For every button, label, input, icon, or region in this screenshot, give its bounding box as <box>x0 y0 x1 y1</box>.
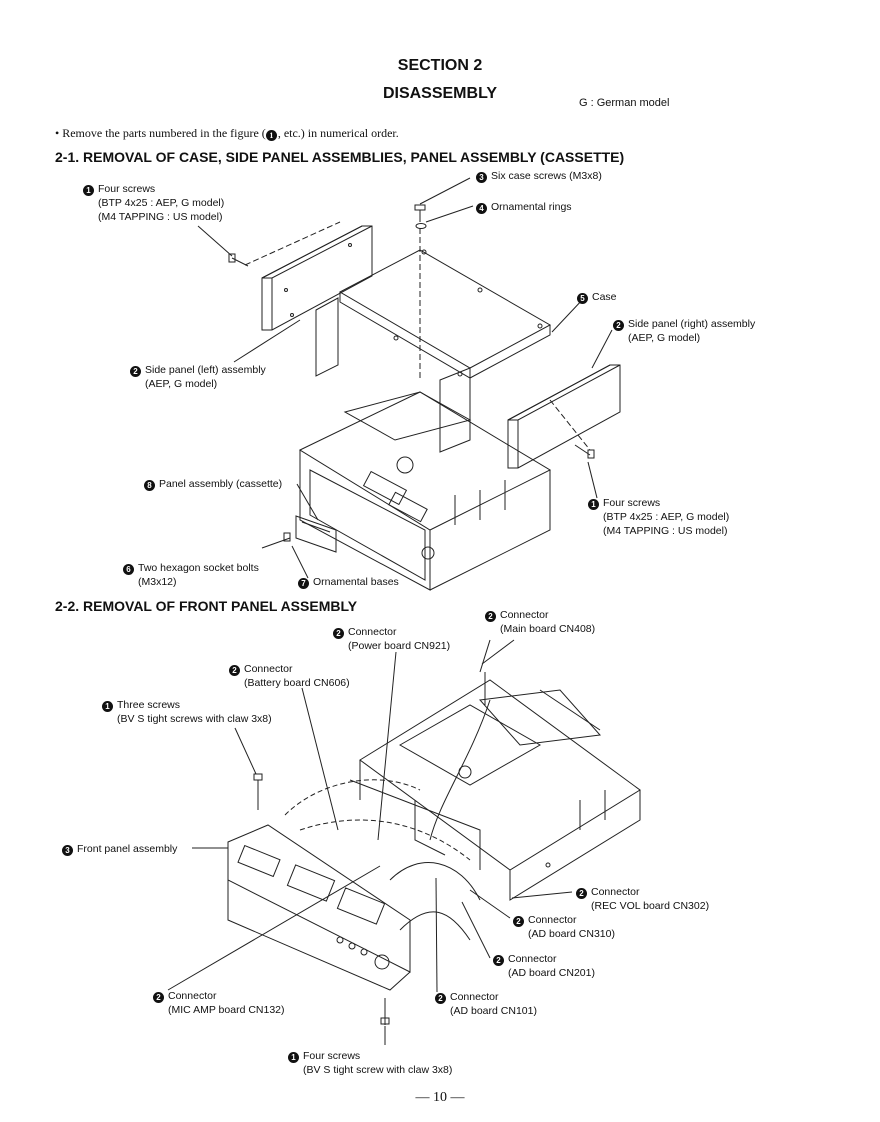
label-side-panel-right-badge: 2 <box>613 320 624 331</box>
label-connector-cn201-badge: 2 <box>493 955 504 966</box>
label-ornamental-rings-line1: Ornamental rings <box>491 201 572 213</box>
label-four-screws-bottom-badge: 1 <box>288 1052 299 1063</box>
label-connector-cn606: 2 Connector (Battery board CN606) <box>229 662 350 690</box>
label-ornamental-bases-badge: 7 <box>298 578 309 589</box>
label-side-panel-left: 2 Side panel (left) assembly (AEP, G mode… <box>130 363 266 391</box>
label-four-screws-left-line2: (BTP 4x25 : AEP, G model) <box>98 197 225 209</box>
label-ornamental-bases-line1: Ornamental bases <box>313 576 399 588</box>
label-connector-cn310: 2 Connector (AD board CN310) <box>513 913 615 941</box>
front-panel-removal-diagram <box>228 640 640 1025</box>
label-three-screws-line2: (BV S tight screws with claw 3x8) <box>117 713 272 725</box>
label-four-screws-right-line1: Four screws <box>603 497 661 509</box>
label-hexagon-bolts-line2: (M3x12) <box>138 576 177 588</box>
label-panel-assembly-cassette-badge: 8 <box>144 480 155 491</box>
label-side-panel-left-line1: Side panel (left) assembly <box>145 364 266 376</box>
label-connector-cn921-line2: (Power board CN921) <box>348 640 451 652</box>
label-four-screws-bottom: 1 Four screws (BV S tight screw with claw… <box>288 1049 452 1077</box>
side-panel-right-drawing <box>508 365 620 468</box>
label-connector-cn302: 2 Connector (REC VOL board CN302) <box>576 885 709 913</box>
label-connector-cn310-line2: (AD board CN310) <box>528 928 615 940</box>
label-case-badge: 5 <box>577 293 588 304</box>
label-side-panel-right: 2 Side panel (right) assembly (AEP, G mod… <box>613 317 755 345</box>
label-three-screws-badge: 1 <box>102 701 113 712</box>
label-connector-cn408: 2 Connector (Main board CN408) <box>485 608 595 636</box>
label-ornamental-bases: 7 Ornamental bases <box>298 575 399 589</box>
intro-badge: 1 <box>265 130 277 141</box>
label-connector-cn408-badge: 2 <box>485 611 496 622</box>
section-number: SECTION 2 <box>397 57 483 74</box>
label-connector-cn921: 2 Connector (Power board CN921) <box>333 625 450 653</box>
label-case-screws-line1: Six case screws (M3x8) <box>491 170 602 182</box>
label-four-screws-right-line3: (M4 TAPPING : US model) <box>603 525 728 537</box>
label-ornamental-rings: 4 Ornamental rings <box>476 200 572 214</box>
label-case-line1: Case <box>592 291 617 303</box>
label-four-screws-right: 1 Four screws (BTP 4x25 : AEP, G model) (… <box>588 496 729 538</box>
label-connector-cn921-badge: 2 <box>333 628 344 639</box>
label-connector-cn921-line1: Connector <box>348 626 397 638</box>
label-front-panel-assembly: 3 Front panel assembly <box>62 842 177 856</box>
intro-instruction: • Remove the parts numbered in the figur… <box>55 126 399 141</box>
label-connector-cn302-line1: Connector <box>591 886 640 898</box>
label-connector-cn101-line1: Connector <box>450 991 499 1003</box>
label-three-screws: 1 Three screws (BV S tight screws with cl… <box>102 698 272 726</box>
label-connector-cn132-line1: Connector <box>168 990 217 1002</box>
label-case-screws-badge: 3 <box>476 172 487 183</box>
cassette-panel-drawing <box>296 516 336 552</box>
label-hexagon-bolts-line1: Two hexagon socket bolts <box>138 562 259 574</box>
section2-heading: 2-2. REMOVAL OF FRONT PANEL ASSEMBLY <box>55 598 358 614</box>
label-three-screws-line1: Three screws <box>117 699 181 711</box>
page-number: — 10 — <box>415 1090 465 1105</box>
section1-heading: 2-1. REMOVAL OF CASE, SIDE PANEL ASSEMBL… <box>55 149 625 165</box>
label-side-panel-left-badge: 2 <box>130 366 141 377</box>
label-four-screws-left-line1: Four screws <box>98 183 156 195</box>
label-connector-cn302-line2: (REC VOL board CN302) <box>591 900 710 912</box>
label-connector-cn302-badge: 2 <box>576 888 587 899</box>
label-hexagon-bolts: 6 Two hexagon socket bolts (M3x12) <box>123 561 259 589</box>
page-title: DISASSEMBLY <box>382 85 498 102</box>
label-side-panel-right-line1: Side panel (right) assembly <box>628 318 756 330</box>
label-four-screws-right-badge: 1 <box>588 499 599 510</box>
label-four-screws-right-line2: (BTP 4x25 : AEP, G model) <box>603 511 730 523</box>
label-four-screws-left-line3: (M4 TAPPING : US model) <box>98 211 223 223</box>
intro-text-after: , etc.) in numerical order. <box>277 126 399 140</box>
label-ornamental-rings-badge: 4 <box>476 203 487 214</box>
label-connector-cn408-line1: Connector <box>500 609 549 621</box>
case-screw-drawing <box>415 205 426 229</box>
label-connector-cn132-line2: (MIC AMP board CN132) <box>168 1004 285 1016</box>
label-connector-cn201-line1: Connector <box>508 953 557 965</box>
label-connector-cn101-badge: 2 <box>435 993 446 1004</box>
label-connector-cn101-line2: (AD board CN101) <box>450 1005 537 1017</box>
label-front-panel-assembly-line1: Front panel assembly <box>77 843 178 855</box>
label-side-panel-left-line2: (AEP, G model) <box>145 378 218 390</box>
label-panel-assembly-cassette: 8 Panel assembly (cassette) <box>144 477 282 491</box>
label-case-screws: 3 Six case screws (M3x8) <box>476 169 602 183</box>
label-connector-cn101: 2 Connector (AD board CN101) <box>435 990 537 1018</box>
label-connector-cn132-badge: 2 <box>153 992 164 1003</box>
model-note: G : German model <box>579 97 670 109</box>
label-panel-assembly-cassette-line1: Panel assembly (cassette) <box>159 478 283 490</box>
side-panel-left-drawing <box>262 226 372 330</box>
label-four-screws-left-badge: 1 <box>83 185 94 196</box>
label-connector-cn606-line2: (Battery board CN606) <box>244 677 350 689</box>
intro-text-before: • Remove the parts numbered in the figur… <box>55 126 266 140</box>
label-case: 5 Case <box>577 290 617 304</box>
label-four-screws-left: 1 Four screws (BTP 4x25 : AEP, G model) (… <box>83 182 224 224</box>
label-connector-cn201-line2: (AD board CN201) <box>508 967 595 979</box>
case-drawing <box>316 250 550 452</box>
label-connector-cn408-line2: (Main board CN408) <box>500 623 596 635</box>
label-connector-cn201: 2 Connector (AD board CN201) <box>493 952 595 980</box>
label-connector-cn606-line1: Connector <box>244 663 293 675</box>
left-screw-drawing <box>229 254 248 266</box>
main-unit-drawing <box>300 392 550 590</box>
label-hexagon-bolts-badge: 6 <box>123 564 134 575</box>
label-connector-cn310-line1: Connector <box>528 914 577 926</box>
label-four-screws-bottom-line1: Four screws <box>303 1050 361 1062</box>
label-side-panel-right-line2: (AEP, G model) <box>628 332 701 344</box>
label-connector-cn310-badge: 2 <box>513 916 524 927</box>
label-connector-cn606-badge: 2 <box>229 665 240 676</box>
label-four-screws-bottom-line2: (BV S tight screw with claw 3x8) <box>303 1064 453 1076</box>
label-front-panel-assembly-badge: 3 <box>62 845 73 856</box>
label-connector-cn132: 2 Connector (MIC AMP board CN132) <box>153 989 285 1017</box>
